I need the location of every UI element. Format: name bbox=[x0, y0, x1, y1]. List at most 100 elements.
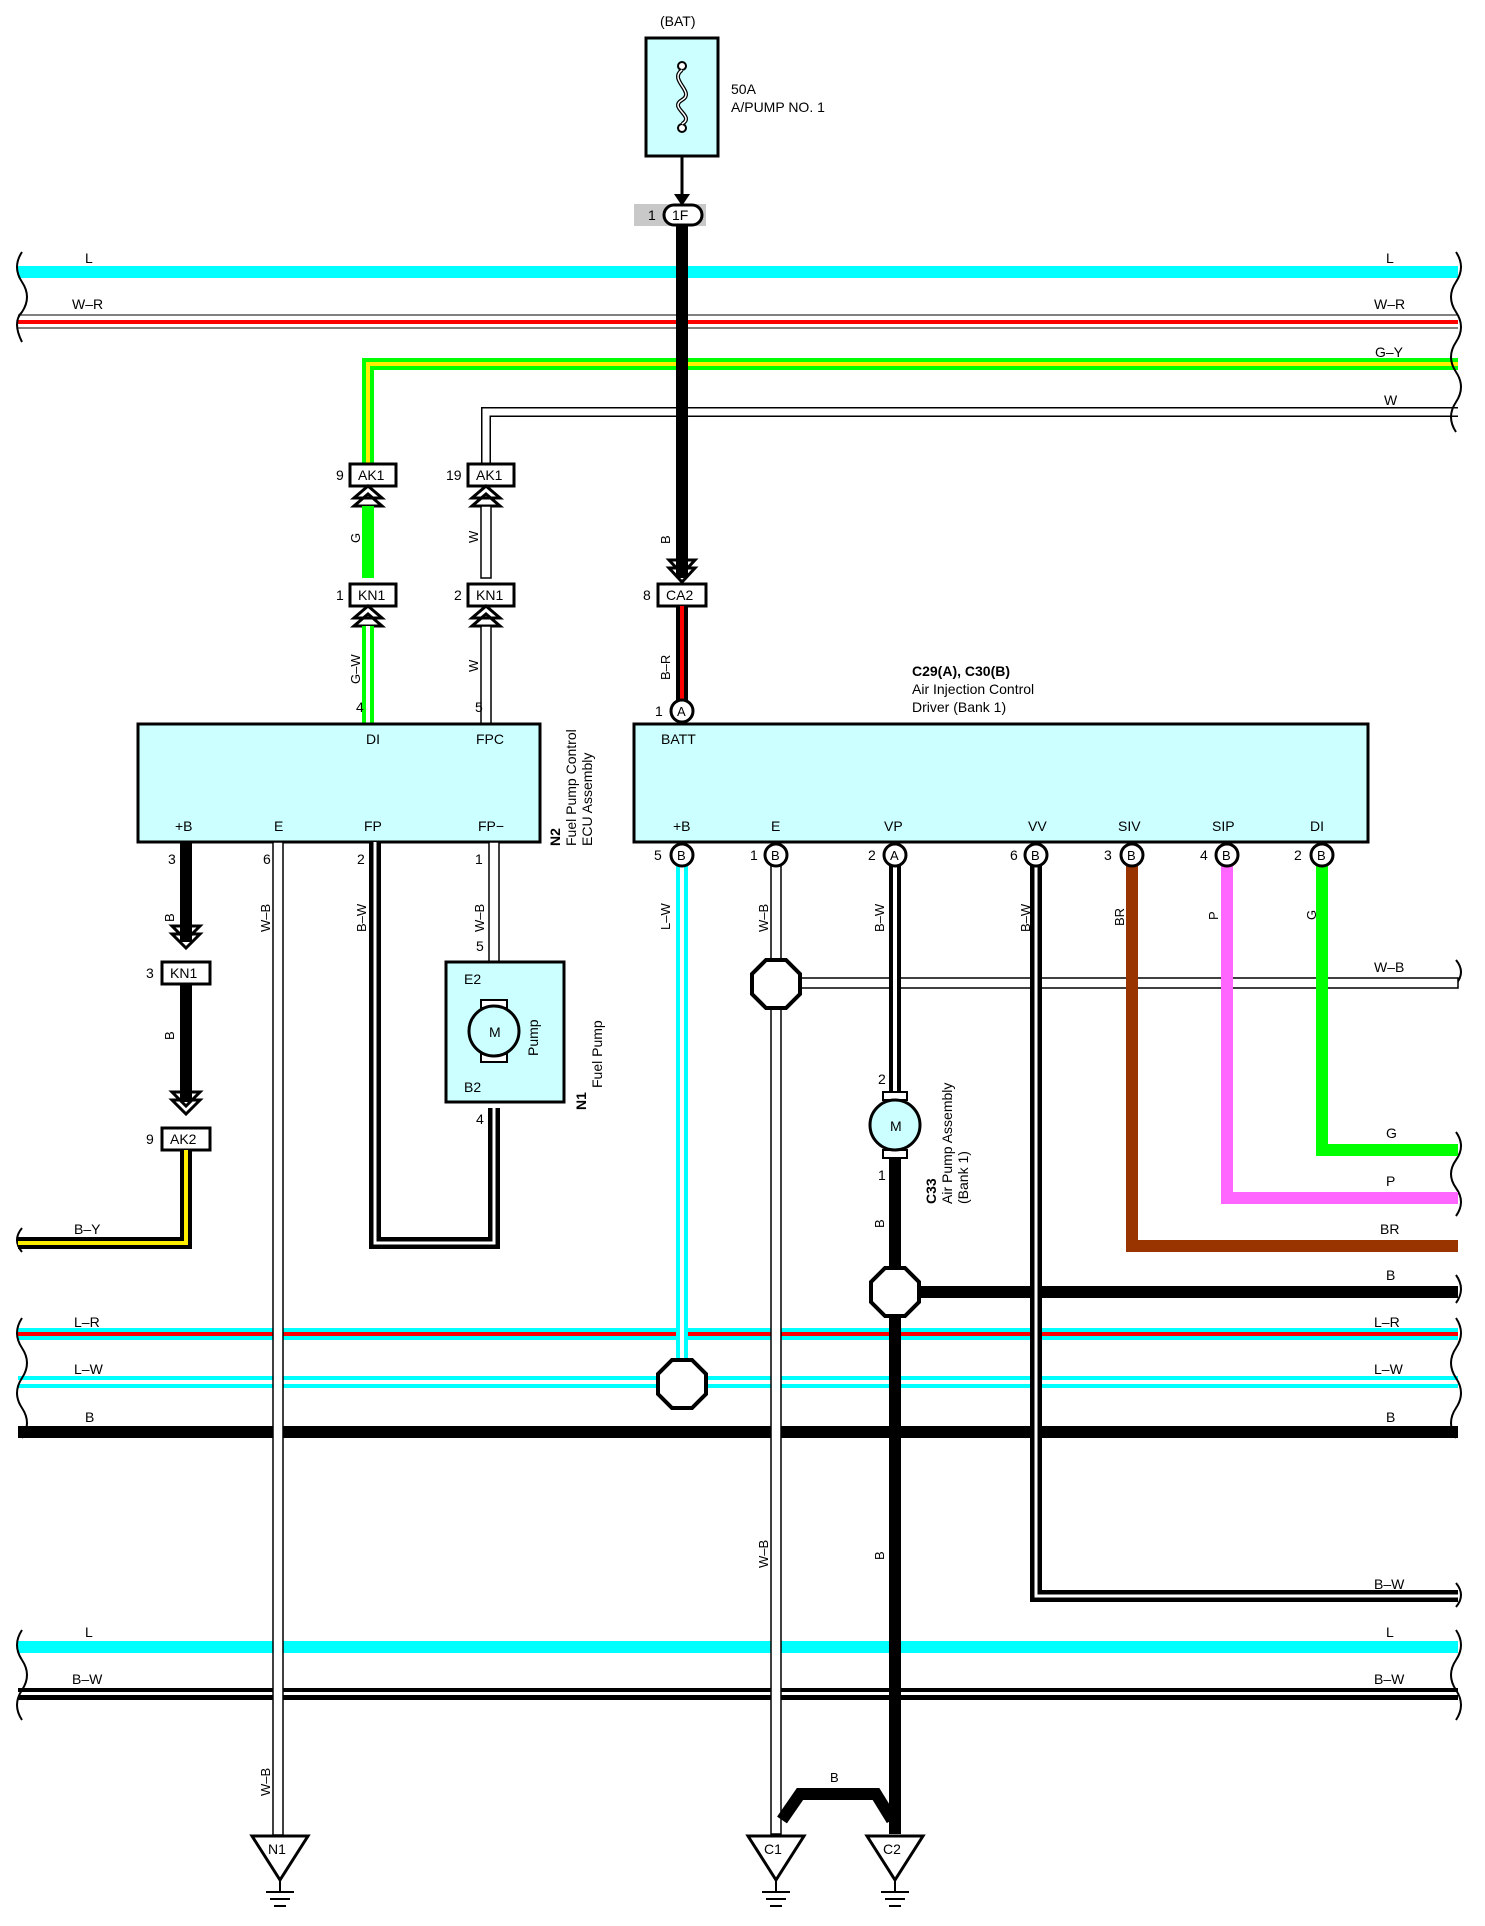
driver-box bbox=[632, 722, 1370, 844]
label-wb-fpm: W–B bbox=[472, 904, 487, 932]
label-bw-vp: B–W bbox=[872, 903, 887, 932]
label-wb-n2-top: W–B bbox=[258, 904, 273, 932]
label-wr-left: W–R bbox=[72, 296, 103, 312]
kn1-w-connector bbox=[466, 582, 516, 608]
ak1-g-label: AK1 bbox=[358, 467, 385, 483]
svg-text:B: B bbox=[1222, 848, 1231, 863]
fuel-pump-caption: N1 Fuel Pump bbox=[573, 1020, 605, 1110]
ground-c1: C1 bbox=[745, 1834, 807, 1907]
fuse-rating: 50A bbox=[731, 81, 757, 97]
driver-batt-num: 1 bbox=[655, 703, 663, 719]
n2-pin-fpc: FPC bbox=[476, 731, 504, 747]
svg-text:1: 1 bbox=[750, 847, 758, 863]
wire-wb-right bbox=[775, 977, 1459, 989]
label-gw: G–W bbox=[348, 654, 363, 684]
wire-green-di bbox=[1316, 854, 1458, 1156]
bus-bw bbox=[18, 1688, 1458, 1700]
n2-pin-1: 1 bbox=[475, 851, 483, 867]
driver-code: C29(A), C30(B) bbox=[912, 663, 1010, 679]
label-b-airpump: B bbox=[872, 1219, 887, 1228]
bus-gy bbox=[362, 358, 1458, 478]
bus-l-top bbox=[18, 266, 1458, 278]
ak1-w-connector bbox=[466, 462, 516, 488]
wire-b-c1-c2 bbox=[777, 1788, 898, 1824]
label-bw-left: B–W bbox=[72, 1671, 103, 1687]
label-wr-right: W–R bbox=[1374, 296, 1405, 312]
n2-name2: ECU Assembly bbox=[579, 753, 595, 846]
fuel-pump-pin-bottom: 4 bbox=[476, 1111, 484, 1127]
kn1-w-label: KN1 bbox=[476, 587, 503, 603]
j1f-label: 1F bbox=[672, 207, 688, 223]
wire-b-n2 bbox=[180, 842, 192, 942]
label-by: B–Y bbox=[74, 1221, 101, 1237]
label-br: BR bbox=[1112, 908, 1127, 926]
wire-b-airpump bbox=[889, 1158, 901, 1834]
ca2-label: CA2 bbox=[666, 587, 693, 603]
label-b-kn1: B bbox=[162, 1031, 177, 1040]
svg-text:4: 4 bbox=[1200, 847, 1208, 863]
svg-text:2: 2 bbox=[1294, 847, 1302, 863]
driver-pin-e: E bbox=[771, 818, 780, 834]
splice-lw bbox=[656, 1358, 708, 1410]
label-b-left: B bbox=[85, 1409, 94, 1425]
n2-pin-fpm: FP− bbox=[478, 818, 504, 834]
label-wb-driver-top: W–B bbox=[756, 904, 771, 932]
kn1-b-pin: 3 bbox=[146, 965, 154, 981]
svg-text:B: B bbox=[1317, 848, 1326, 863]
arrow-fuse-out bbox=[674, 194, 690, 206]
label-lw-left: L–W bbox=[74, 1361, 104, 1377]
arrow-ak1-g-a bbox=[349, 484, 387, 500]
fuel-pump-term-b2: B2 bbox=[464, 1079, 481, 1095]
label-b-main: B bbox=[658, 535, 673, 544]
wire-lw-driver-stripe bbox=[680, 854, 684, 1374]
svg-text:M: M bbox=[890, 1118, 902, 1134]
driver-batt-conn-label: A bbox=[677, 704, 686, 719]
fuel-pump-inner: Pump bbox=[525, 1019, 541, 1056]
bus-break-marks bbox=[16, 251, 1462, 1721]
arrow-ak1-w-a bbox=[467, 484, 505, 500]
wire-b-right bbox=[895, 1286, 1458, 1298]
label-p-right: P bbox=[1386, 1173, 1395, 1189]
air-pump-caption: C33 Air Pump Assembly (Bank 1) bbox=[923, 1083, 971, 1204]
label-wb-n2-bottom: W–B bbox=[258, 1768, 273, 1796]
fuse-icon bbox=[676, 61, 688, 133]
arrow-kn1-b-b bbox=[168, 932, 204, 951]
svg-text:B: B bbox=[771, 848, 780, 863]
fuel-pump-term-e2: E2 bbox=[464, 971, 481, 987]
label-lr-left: L–R bbox=[74, 1314, 100, 1330]
n2-pin-4: 4 bbox=[356, 699, 364, 715]
label-lw-right: L–W bbox=[1374, 1361, 1404, 1377]
fuel-pump-name: Fuel Pump bbox=[589, 1020, 605, 1088]
driver-pin-siv: SIV bbox=[1118, 818, 1141, 834]
svg-text:5: 5 bbox=[654, 847, 662, 863]
arrow-kn1-g-a bbox=[349, 604, 387, 620]
wire-wb-n2 bbox=[272, 841, 284, 1836]
wire-g-ak1-kn1 bbox=[362, 506, 374, 578]
label-br-right: BR bbox=[1380, 1221, 1399, 1237]
label-b-right: B bbox=[1386, 1409, 1395, 1425]
n2-pin-5: 5 bbox=[475, 699, 483, 715]
driver-pin-sip: SIP bbox=[1212, 818, 1235, 834]
label-bw-vv-right: B–W bbox=[1374, 1576, 1405, 1592]
ak1-w-pin: 19 bbox=[446, 467, 462, 483]
label-b-airpump-low: B bbox=[872, 1551, 887, 1560]
air-pump-motor-icon: M bbox=[868, 1091, 922, 1159]
n2-code: N2 bbox=[547, 828, 563, 846]
n2-ecu-box bbox=[136, 722, 542, 844]
label-l2-left: L bbox=[85, 1624, 93, 1640]
n2-pin-e: E bbox=[274, 818, 283, 834]
n2-ecu-caption: N2 Fuel Pump Control ECU Assembly bbox=[547, 729, 595, 846]
driver-pin-vp: VP bbox=[884, 818, 903, 834]
label-wb-driver-bottom: W–B bbox=[756, 1540, 771, 1568]
label-w-n2: W bbox=[466, 530, 481, 543]
label-b-n2: B bbox=[162, 913, 177, 922]
fuel-pump-pin-top: 5 bbox=[476, 938, 484, 954]
label-lr-right: L–R bbox=[1374, 1314, 1400, 1330]
air-pump-name2: (Bank 1) bbox=[955, 1151, 971, 1204]
ground-n1: N1 bbox=[249, 1834, 311, 1907]
ca2-pin: 8 bbox=[643, 587, 651, 603]
air-pump-code: C33 bbox=[923, 1178, 939, 1204]
wire-b-kn1-ak2 bbox=[180, 984, 192, 1102]
driver-pin-batt: BATT bbox=[661, 731, 696, 747]
